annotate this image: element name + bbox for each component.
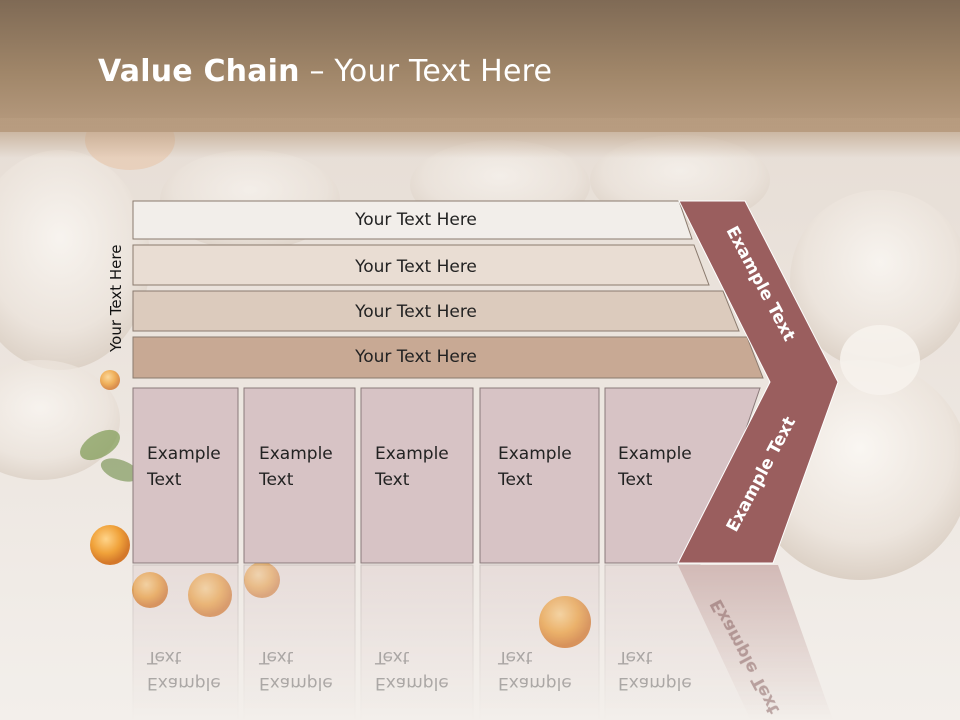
support-row-1-label: Your Text Here [354, 210, 477, 230]
support-row-4 [132, 336, 764, 379]
support-row-4-label: Your Text Here [354, 347, 477, 367]
activity-box-4-line2: Text [497, 470, 533, 490]
support-row-3-label: Your Text Here [354, 302, 477, 322]
activity-box-2-line2: Text [258, 470, 294, 490]
slide-title-rest: – Your Text Here [299, 54, 553, 89]
slide-title: Value Chain – Your Text Here [98, 54, 552, 89]
refl-text-2: Text [258, 647, 294, 667]
activity-box-2 [243, 387, 356, 564]
support-row-1 [132, 200, 693, 240]
activity-box-3-line2: Text [374, 470, 410, 490]
activity-box-4 [479, 387, 600, 564]
slide-title-bold: Value Chain [98, 54, 300, 89]
refl-text-4b: Example [498, 673, 572, 693]
activity-box-1 [132, 387, 239, 564]
activity-box-2-line1: Example [259, 444, 333, 464]
activity-box-3 [360, 387, 474, 564]
support-row-2-label: Your Text Here [354, 257, 477, 277]
margin-arrow [677, 200, 839, 564]
activity-box-3-line1: Example [375, 444, 449, 464]
refl-text-2b: Example [259, 673, 333, 693]
activity-box-1-line2: Text [146, 470, 182, 490]
refl-text-5: Text [617, 647, 653, 667]
title-bar [0, 0, 960, 132]
diagram-reflection [132, 564, 833, 720]
refl-text-4: Text [497, 647, 533, 667]
refl-text-1: Text [146, 647, 182, 667]
side-label: Your Text Here [107, 245, 125, 353]
refl-text-3: Text [374, 647, 410, 667]
activity-box-5-line2: Text [617, 470, 653, 490]
support-row-3 [132, 290, 740, 332]
refl-text-3b: Example [375, 673, 449, 693]
refl-text-1b: Example [147, 673, 221, 693]
title-bar-fade [0, 118, 960, 158]
activity-box-1-line1: Example [147, 444, 221, 464]
activity-box-5-line1: Example [618, 444, 692, 464]
refl-text-5b: Example [618, 673, 692, 693]
activity-box-4-line1: Example [498, 444, 572, 464]
support-row-2 [132, 244, 710, 286]
